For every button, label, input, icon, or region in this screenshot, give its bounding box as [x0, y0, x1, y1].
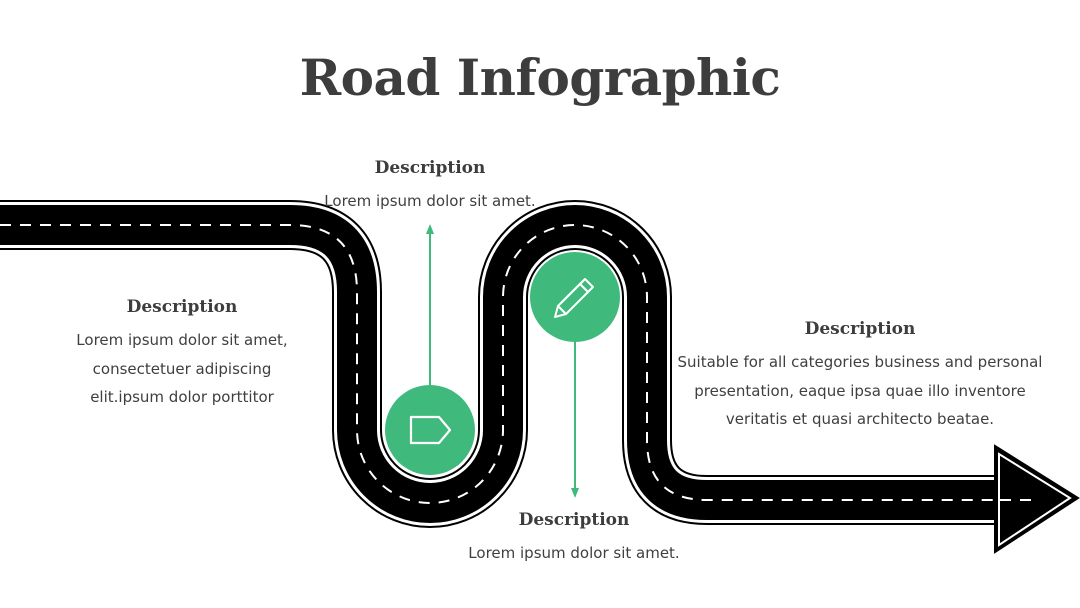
step-3-line: Lorem ipsum dolor sit amet.: [468, 544, 680, 562]
road-arrow-head-inner: [998, 452, 1072, 547]
step-4-body: Suitable for all categories business and…: [670, 348, 1050, 434]
step-2-line: Lorem ipsum dolor sit amet.: [324, 192, 536, 210]
step-4-line: presentation, eaque ipsa quae illo inven…: [694, 381, 1026, 400]
step-4-line: Suitable for all categories business and…: [677, 353, 1043, 371]
step-2-body: Lorem ipsum dolor sit amet.: [290, 187, 570, 216]
milestone-circle-2: [530, 252, 620, 342]
step-1-block: Description Lorem ipsum dolor sit amet, …: [60, 297, 304, 412]
tag-icon: [409, 415, 452, 445]
road-arrow-head-core: [1001, 459, 1064, 540]
step-1-line: elit.ipsum dolor porttitor: [90, 388, 274, 406]
connector-down-arrowhead: [571, 488, 579, 498]
step-1-line: consectetuer adipiscing: [92, 359, 272, 378]
step-1-line: Lorem ipsum dolor sit amet,: [76, 331, 288, 349]
connector-up-arrowhead: [426, 224, 434, 234]
step-3-heading: Description: [518, 510, 630, 530]
page-title: Road Infographic: [299, 48, 781, 107]
step-4-heading: Description: [804, 319, 916, 339]
step-2-block: Description Lorem ipsum dolor sit amet.: [290, 158, 570, 216]
pencil-icon: [554, 278, 594, 318]
step-4-block: Description Suitable for all categories …: [670, 319, 1050, 434]
road-center-dashes: [0, 224, 1000, 504]
step-1-heading: Description: [126, 297, 238, 317]
step-3-body: Lorem ipsum dolor sit amet.: [434, 539, 714, 568]
step-3-block: Description Lorem ipsum dolor sit amet.: [434, 510, 714, 568]
step-1-body: Lorem ipsum dolor sit amet, consectetuer…: [60, 326, 304, 412]
step-2-heading: Description: [374, 158, 486, 178]
milestone-circle-1: [385, 385, 475, 475]
step-4-line: veritatis et quasi architecto beatae.: [725, 410, 995, 428]
